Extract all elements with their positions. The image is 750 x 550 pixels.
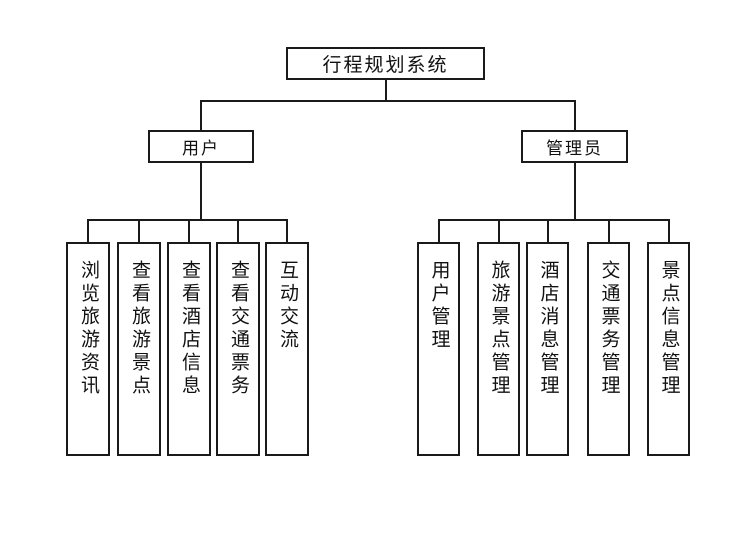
node-leaf-attraction-management[interactable]: 旅游景点管理: [477, 242, 520, 456]
connector-to-branch-user: [200, 100, 202, 131]
node-leaf-interactive-exchange[interactable]: 互动交流: [265, 242, 309, 456]
node-leaf-label: 用户管理: [428, 260, 451, 352]
node-leaf-label: 互动交流: [276, 260, 299, 352]
connector-admin-drop-4: [608, 219, 610, 243]
node-leaf-label: 查看酒店信息: [178, 260, 201, 398]
node-root-system[interactable]: 行程规划系统: [286, 47, 485, 80]
node-leaf-label: 交通票务管理: [598, 260, 621, 398]
node-leaf-hotel-message-management[interactable]: 酒店消息管理: [526, 242, 569, 456]
node-leaf-view-attractions[interactable]: 查看旅游景点: [117, 242, 161, 456]
connector-user-drop-3: [188, 219, 190, 243]
connector-user-drop-2: [138, 219, 140, 243]
connector-admin-bus: [438, 219, 670, 221]
node-leaf-label: 查看交通票务: [227, 260, 250, 398]
connector-admin-drop-2: [498, 219, 500, 243]
node-leaf-attraction-info-management[interactable]: 景点信息管理: [647, 242, 690, 456]
connector-admin-drop-3: [547, 219, 549, 243]
connector-user-drop-4: [237, 219, 239, 243]
connector-user-bus: [87, 219, 287, 221]
node-leaf-user-management[interactable]: 用户管理: [417, 242, 460, 456]
node-leaf-label: 浏览旅游资讯: [77, 260, 100, 398]
connector-root-stem: [385, 80, 387, 101]
node-leaf-label: 查看旅游景点: [128, 260, 151, 398]
connector-level2-bus: [200, 100, 576, 102]
connector-admin-drop-5: [668, 219, 670, 243]
node-root-label: 行程规划系统: [322, 54, 449, 76]
node-branch-admin[interactable]: 管理员: [521, 130, 628, 163]
node-leaf-label: 景点信息管理: [658, 260, 681, 398]
node-branch-user[interactable]: 用户: [148, 130, 254, 163]
connector-admin-stem: [574, 163, 576, 220]
node-branch-user-label: 用户: [182, 139, 220, 159]
node-leaf-view-transport-tickets[interactable]: 查看交通票务: [216, 242, 260, 456]
connector-to-branch-admin: [574, 100, 576, 131]
connector-user-drop-5: [286, 219, 288, 243]
node-branch-admin-label: 管理员: [546, 139, 603, 159]
connector-admin-drop-1: [438, 219, 440, 243]
node-leaf-view-hotel-info[interactable]: 查看酒店信息: [167, 242, 211, 456]
connector-user-drop-1: [87, 219, 89, 243]
node-leaf-transport-ticket-management[interactable]: 交通票务管理: [587, 242, 630, 456]
node-leaf-label: 酒店消息管理: [537, 260, 560, 398]
node-leaf-label: 旅游景点管理: [488, 260, 511, 398]
connector-user-stem: [200, 163, 202, 220]
node-leaf-browse-travel-news[interactable]: 浏览旅游资讯: [66, 242, 110, 456]
